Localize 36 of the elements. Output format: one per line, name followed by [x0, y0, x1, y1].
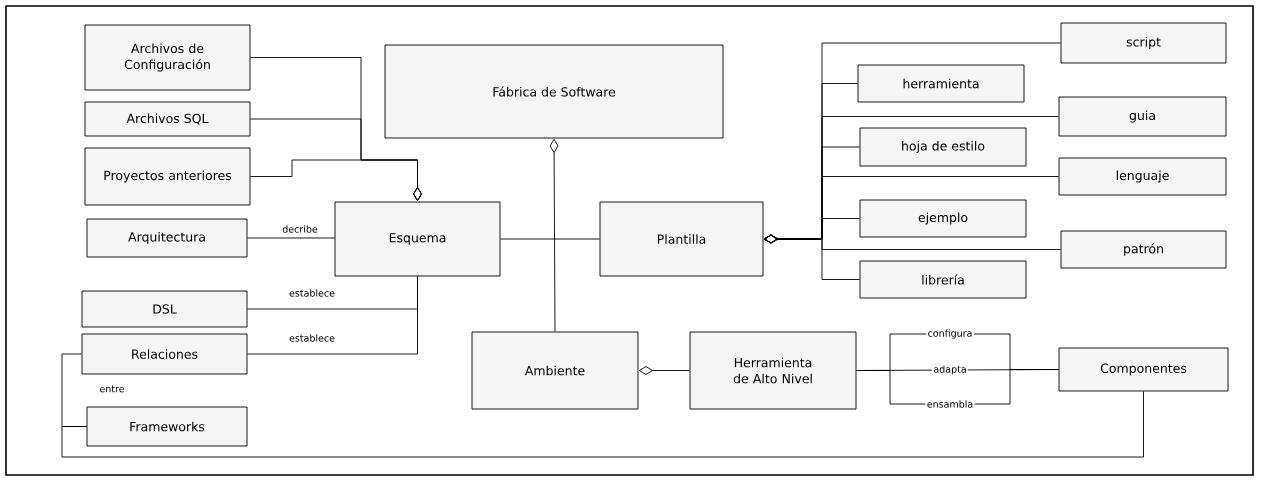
class-box: ejemplo [859, 199, 1027, 238]
class-box: script [1060, 22, 1227, 64]
class-box: Archivos de Configuración [84, 24, 251, 91]
aggregation-line [638, 366, 690, 375]
class-box: herramienta [857, 64, 1025, 103]
edge-label: establece [287, 332, 337, 344]
class-box: DSL [81, 290, 248, 328]
aggregation-line [250, 159, 422, 202]
class-box: Archivos SQL [84, 101, 251, 137]
aggregation-line [763, 234, 860, 280]
edge-label: establece [287, 287, 337, 299]
class-box: Componentes [1058, 347, 1229, 392]
edge-label: adapta [931, 363, 969, 377]
connector-line [247, 237, 335, 239]
class-box: Herramienta de Alto Nivel [689, 331, 857, 410]
class-box: Proyectos anteriores [84, 147, 251, 206]
edge-label: ensambla [925, 398, 975, 410]
class-box: Relaciones [81, 333, 248, 375]
class-box: Ambiente [471, 331, 639, 410]
class-box: Plantilla [599, 201, 764, 277]
edge-label: decribe [280, 223, 320, 235]
aggregation-line [549, 138, 559, 332]
connector-line [61, 391, 1144, 458]
class-box: Arquitectura [86, 218, 248, 258]
connector-line [247, 276, 418, 355]
class-box: lenguaje [1058, 157, 1227, 196]
edge-label: entre [97, 384, 127, 394]
class-box: Fábrica de Software [384, 44, 724, 139]
class-box: Frameworks [86, 406, 248, 447]
class-box: Esquema [334, 201, 501, 277]
connector-line [500, 238, 600, 240]
class-box: guia [1058, 96, 1227, 137]
class-box: patrón [1060, 230, 1227, 269]
class-box: librería [859, 260, 1027, 299]
class-box: hoja de estilo [859, 127, 1027, 167]
edge-label: configura [926, 327, 974, 341]
